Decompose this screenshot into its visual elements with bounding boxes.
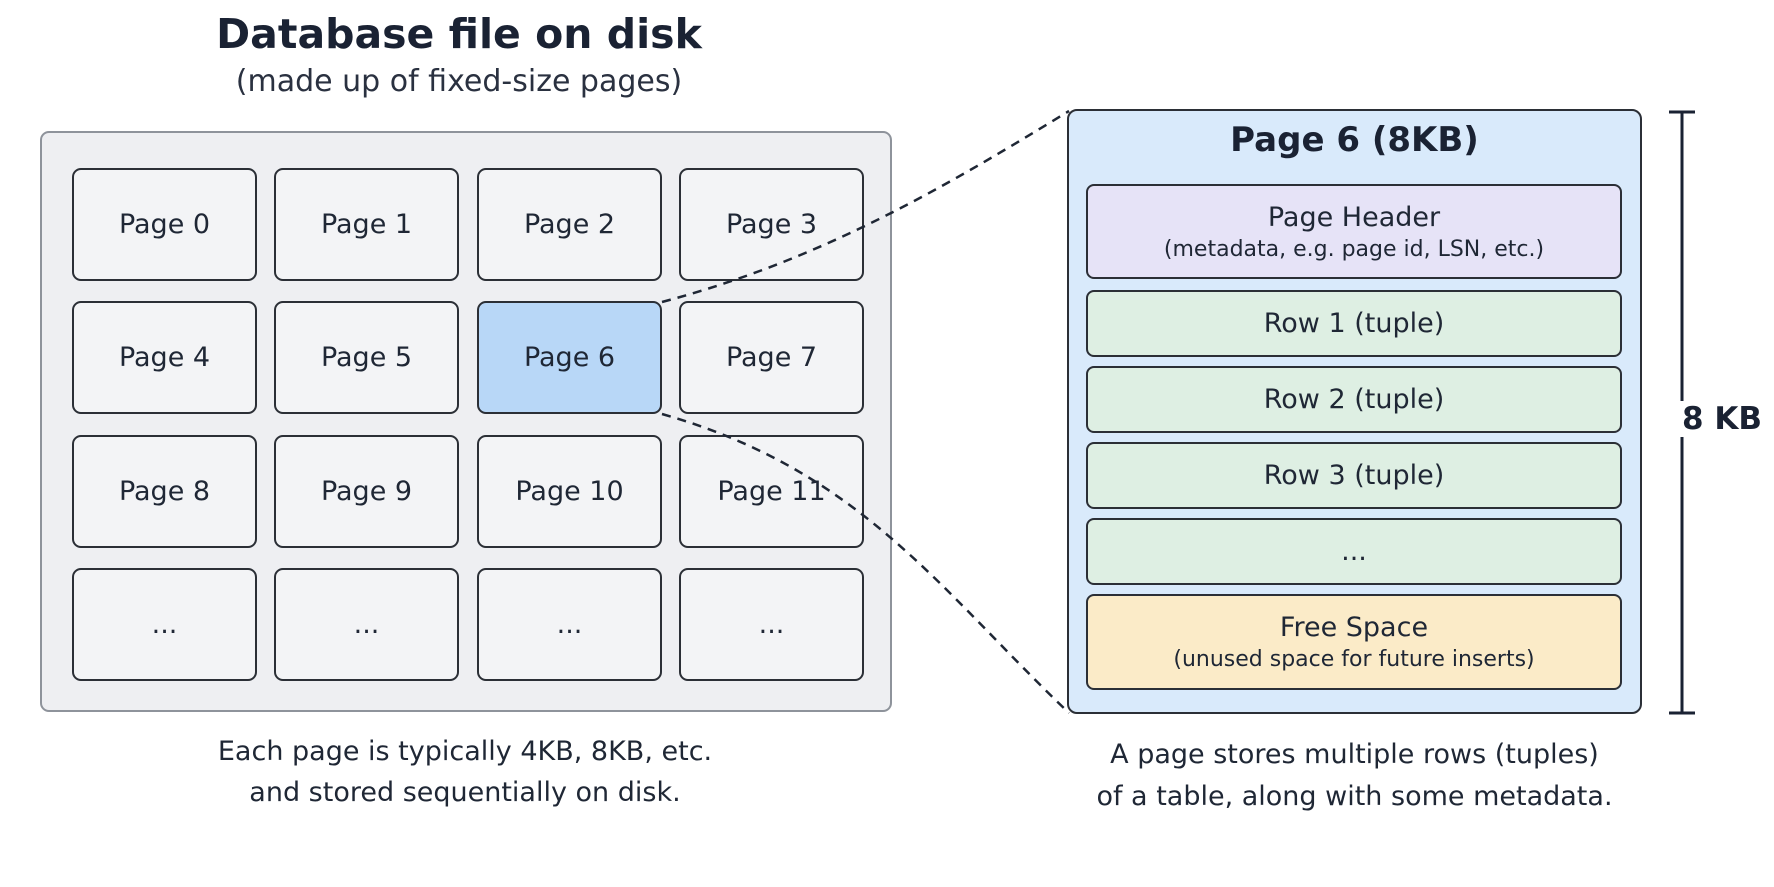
zoom-connector-bottom bbox=[661, 412, 1070, 714]
row-2-section: Row 2 (tuple) bbox=[1086, 366, 1622, 433]
disk-subtitle: (made up of fixed-size pages) bbox=[235, 64, 683, 99]
page-cell-11: Page 11 bbox=[679, 435, 864, 548]
page-header-label: Page Header bbox=[1267, 201, 1441, 233]
page-cell-8: Page 8 bbox=[72, 435, 257, 548]
page-cell-0: Page 0 bbox=[72, 168, 257, 281]
row-1-label: Row 1 (tuple) bbox=[1263, 308, 1445, 339]
free-space-sublabel: (unused space for future inserts) bbox=[1173, 647, 1535, 672]
page-cell-more-4: ... bbox=[679, 568, 864, 681]
page-detail-caption-line-2: of a table, along with some metadata. bbox=[1096, 781, 1613, 812]
row-more-section: ... bbox=[1086, 518, 1622, 585]
page-detail-title: Page 6 (8KB) bbox=[1230, 120, 1479, 160]
row-more-label: ... bbox=[1341, 536, 1367, 567]
page-size-label: 8 KB bbox=[1670, 401, 1774, 437]
disk-title: Database file on disk bbox=[216, 10, 702, 58]
page-cell-10: Page 10 bbox=[477, 435, 662, 548]
page-cell-3: Page 3 bbox=[679, 168, 864, 281]
disk-caption-line-2: and stored sequentially on disk. bbox=[249, 777, 681, 808]
page-cell-4: Page 4 bbox=[72, 301, 257, 414]
row-2-label: Row 2 (tuple) bbox=[1263, 384, 1445, 415]
page-cell-5: Page 5 bbox=[274, 301, 459, 414]
free-space-label: Free Space bbox=[1279, 612, 1429, 643]
zoom-connector-top bbox=[661, 109, 1070, 304]
page-cell-more-3: ... bbox=[477, 568, 662, 681]
row-1-section: Row 1 (tuple) bbox=[1086, 290, 1622, 357]
row-3-label: Row 3 (tuple) bbox=[1263, 460, 1445, 491]
row-3-section: Row 3 (tuple) bbox=[1086, 442, 1622, 509]
page-header-sublabel: (metadata, e.g. page id, LSN, etc.) bbox=[1163, 236, 1545, 262]
page-detail-caption-line-1: A page stores multiple rows (tuples) bbox=[1110, 739, 1599, 770]
disk-caption-line-1: Each page is typically 4KB, 8KB, etc. bbox=[217, 736, 713, 767]
free-space-section: Free Space (unused space for future inse… bbox=[1086, 594, 1622, 690]
page-cell-2: Page 2 bbox=[477, 168, 662, 281]
page-cell-9: Page 9 bbox=[274, 435, 459, 548]
page-cell-more-1: ... bbox=[72, 568, 257, 681]
page-cell-6-selected: Page 6 bbox=[477, 301, 662, 414]
page-cell-7: Page 7 bbox=[679, 301, 864, 414]
page-header-section: Page Header (metadata, e.g. page id, LSN… bbox=[1086, 184, 1622, 279]
page-cell-1: Page 1 bbox=[274, 168, 459, 281]
page-cell-more-2: ... bbox=[274, 568, 459, 681]
